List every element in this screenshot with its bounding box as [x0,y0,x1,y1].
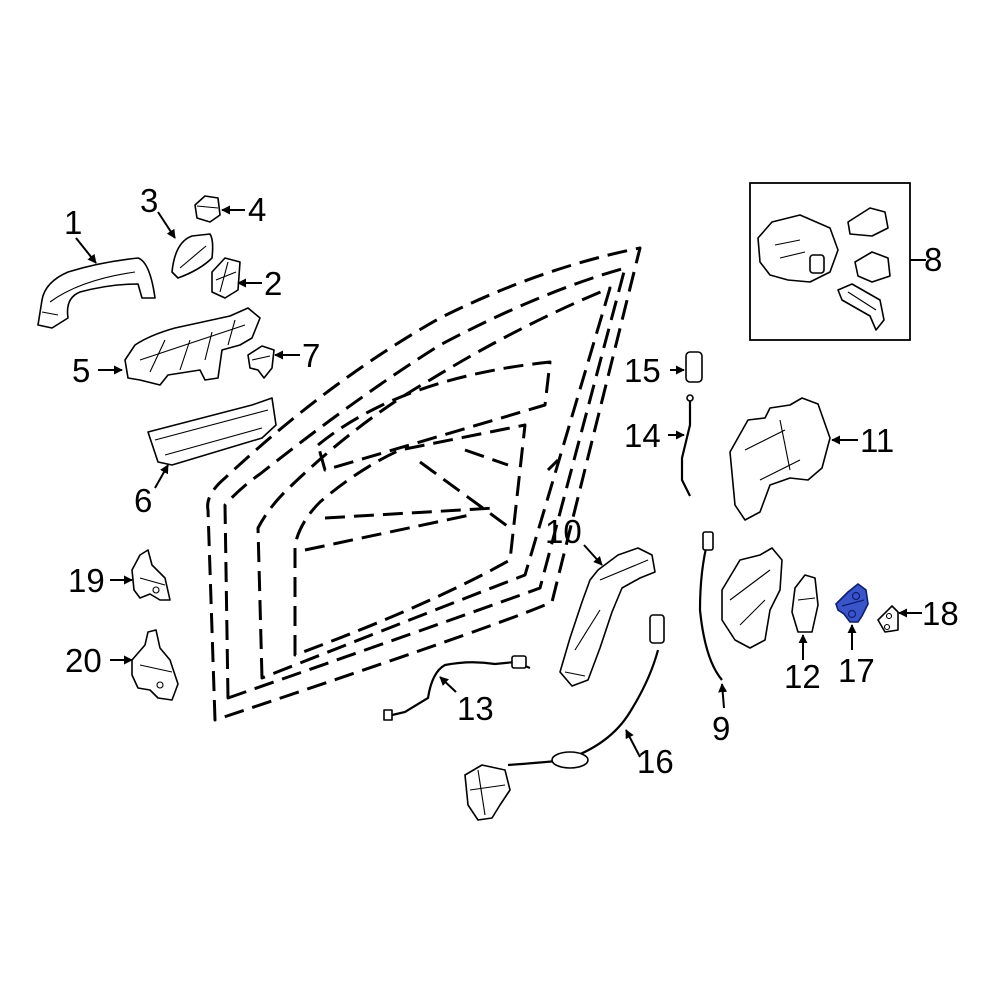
part-small-cap [685,351,703,383]
label-14: 14 [624,417,661,454]
label-9: 9 [712,710,730,747]
label-15: 15 [624,352,661,389]
label-10: 10 [545,513,582,550]
part-inner-bracket [559,547,656,687]
leader-1 [75,237,97,264]
leader-13 [439,676,457,693]
part-latch-plate [791,574,819,633]
label-4: 4 [248,191,266,228]
label-5: 5 [72,352,90,389]
leader-3 [157,211,176,239]
part-lock-rod [680,394,694,497]
label-19: 19 [68,562,105,599]
leader-16 [625,729,641,758]
label-11: 11 [860,422,894,459]
label-2: 2 [264,265,282,302]
part-lock-cylinder-set [757,207,891,331]
label-6: 6 [134,482,152,519]
part-lock-cover [729,397,831,521]
part-clip [194,195,221,223]
part-bracket-small [211,257,241,299]
leader-9 [718,683,728,709]
label-20: 20 [65,642,102,679]
part-reinforcement [147,397,277,466]
part-handle-cap [171,233,214,279]
part-lock-actuator [464,614,665,821]
leader-6 [154,464,169,489]
label-16: 16 [637,743,674,780]
label-13: 13 [457,690,494,727]
label-17: 17 [838,652,875,689]
leader-10 [583,544,603,566]
door-frame-outline [206,246,642,722]
part-door-latch [698,531,783,681]
label-7: 7 [302,337,320,374]
label-8: 8 [924,241,942,278]
label-18: 18 [922,595,959,632]
part-outside-handle [37,257,156,329]
part-clip-7 [247,345,275,379]
part-door-striker-highlighted [835,582,869,623]
label-1: 1 [64,204,82,241]
label-3: 3 [140,182,158,219]
part-release-cable [383,655,531,721]
label-12: 12 [784,658,821,695]
part-handle-carrier [124,307,261,386]
part-lower-hinge [131,629,179,701]
part-shim-plate [877,605,899,633]
part-upper-hinge [131,549,171,601]
